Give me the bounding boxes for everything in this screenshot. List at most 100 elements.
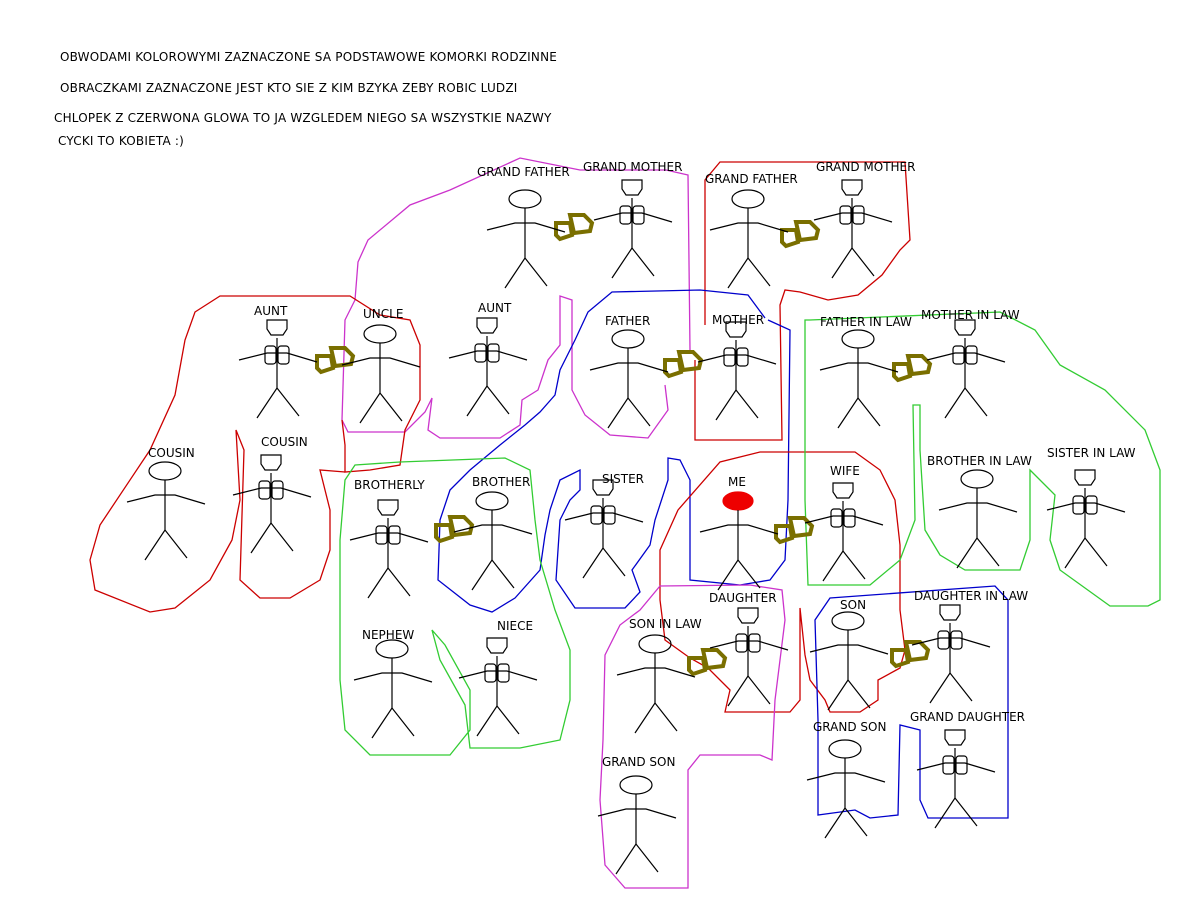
arms <box>916 762 996 773</box>
person-me: ME <box>699 475 779 591</box>
legs <box>504 256 548 289</box>
breast-right <box>965 345 978 365</box>
family-cell-outlines <box>89 157 1161 889</box>
outline-maternal-family <box>694 161 911 441</box>
person-label: AUNT <box>254 304 288 318</box>
legs <box>359 391 403 424</box>
outline-cousins-family-b <box>89 295 346 613</box>
legs <box>466 384 510 417</box>
arms <box>341 357 421 368</box>
person-label: FATHER <box>605 314 650 328</box>
outline-my-family <box>659 451 906 713</box>
legs <box>250 521 294 554</box>
breast-right <box>748 633 761 653</box>
breast-left <box>830 508 843 528</box>
wedding-rings-icon <box>554 213 595 242</box>
person-grand-son: GRAND SON <box>806 720 886 839</box>
breast-left <box>375 525 388 545</box>
arms <box>353 672 433 683</box>
person-son-in-law: SON IN LAW <box>616 617 702 734</box>
person-cousin: COUSIN <box>232 435 312 554</box>
note-line-4: CYCKI TO KOBIETA :) <box>58 134 184 148</box>
head <box>954 319 976 336</box>
head <box>944 729 966 746</box>
arms <box>699 524 779 535</box>
person-wife: WIFE <box>804 464 884 582</box>
breast-left <box>942 755 955 775</box>
legs <box>615 842 659 875</box>
head <box>737 607 759 624</box>
outline-daughter-family <box>599 584 786 889</box>
person-daughter-in-law: DAUGHTER IN LAW <box>911 589 1028 704</box>
arms <box>926 352 1006 363</box>
outline-in-laws-family <box>804 311 1161 607</box>
breast-right <box>843 508 856 528</box>
arms <box>804 515 884 526</box>
legs <box>144 528 188 561</box>
person-label: NEPHEW <box>362 628 414 642</box>
head <box>841 329 875 349</box>
person-grand-daughter: GRAND DAUGHTER <box>910 710 1025 829</box>
head <box>508 189 542 209</box>
legs <box>831 246 875 279</box>
legs <box>837 396 881 429</box>
breast-left <box>735 633 748 653</box>
arms <box>486 222 566 233</box>
arms <box>616 667 696 678</box>
head <box>592 479 614 496</box>
person-label: UNCLE <box>363 307 403 321</box>
note-line-1: OBWODAMI KOLOROWYMI ZAZNACZONE SA PODSTA… <box>60 50 558 64</box>
person-label: NIECE <box>497 619 533 633</box>
breast-right <box>955 755 968 775</box>
breast-left <box>258 480 271 500</box>
arms <box>589 362 669 373</box>
person-label: SON <box>840 598 866 612</box>
person-nephew: NEPHEW <box>353 628 433 739</box>
person-label: COUSIN <box>261 435 308 449</box>
person-sister: SISTER <box>564 472 644 579</box>
legs <box>824 806 868 839</box>
head <box>375 639 409 659</box>
legs <box>607 396 651 429</box>
legs <box>934 796 978 829</box>
person-grand-father: GRAND FATHER <box>705 172 798 289</box>
arms <box>697 354 777 365</box>
person-label: MOTHER <box>712 313 764 327</box>
wedding-rings-group <box>315 213 933 677</box>
breast-left <box>619 205 632 225</box>
wedding-rings-icon <box>780 220 821 249</box>
person-brother: BROTHER <box>453 475 533 591</box>
person-grand-son: GRAND SON <box>597 755 677 875</box>
breast-left <box>474 343 487 363</box>
legs <box>256 386 300 419</box>
person-label: BROTHERLY <box>354 478 425 492</box>
person-sister-in-law: SISTER IN LAW <box>1046 446 1136 569</box>
legs <box>727 256 771 289</box>
arms <box>806 772 886 783</box>
person-grand-mother: GRAND MOTHER <box>583 160 682 279</box>
legs <box>582 546 626 579</box>
wedding-rings-icon <box>774 516 815 545</box>
wedding-rings-icon <box>687 648 728 677</box>
breast-left <box>723 347 736 367</box>
person-label: DAUGHTER IN LAW <box>914 589 1028 603</box>
head <box>266 319 288 336</box>
outline-son-family <box>814 585 1009 819</box>
person-niece: NIECE <box>458 619 538 737</box>
breast-left <box>839 205 852 225</box>
head <box>831 611 865 631</box>
head <box>377 499 399 516</box>
head <box>260 454 282 471</box>
person-label: GRAND DAUGHTER <box>910 710 1025 724</box>
person-mother: MOTHER <box>697 313 777 421</box>
arms <box>349 532 429 543</box>
arms <box>938 502 1018 513</box>
legs <box>956 536 1000 569</box>
breast-right <box>487 343 500 363</box>
head <box>828 739 862 759</box>
breast-left <box>952 345 965 365</box>
head <box>832 482 854 499</box>
breast-left <box>937 630 950 650</box>
head <box>939 604 961 621</box>
